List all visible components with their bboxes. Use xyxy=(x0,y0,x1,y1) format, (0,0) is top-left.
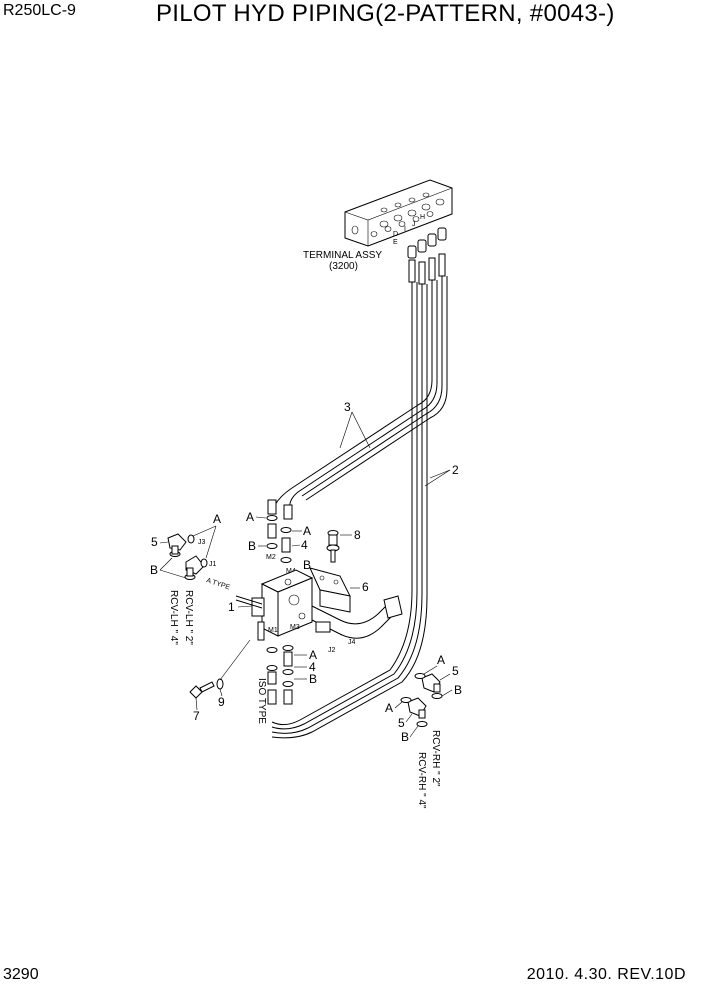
terminal-block xyxy=(344,179,453,259)
rcv-lh-2-label: RCV-LH " 2" xyxy=(183,590,194,645)
letter-b-5: B xyxy=(454,683,462,697)
callout-8: 8 xyxy=(354,528,361,542)
terminal-ref: (3200) xyxy=(329,261,358,272)
selector-valve xyxy=(235,569,314,641)
callout-1: 1 xyxy=(228,600,235,614)
letter-a-6: A xyxy=(385,701,393,715)
right-fittings xyxy=(400,673,443,727)
callout-3: 3 xyxy=(344,400,351,414)
letter-a-3: A xyxy=(213,512,221,526)
port-j1-label: J1 xyxy=(209,561,217,568)
page-title: PILOT HYD PIPING(2-PATTERN, #0043-) xyxy=(156,0,615,27)
port-m1-label: M1 xyxy=(268,627,278,634)
letter-b-1: B xyxy=(248,539,256,553)
callout-6: 6 xyxy=(362,580,369,594)
bolt-7-washer-9 xyxy=(189,639,251,699)
rcv-lh-4-label: RCV-LH " 4" xyxy=(168,590,179,645)
model-number: R250LC-9 xyxy=(3,2,76,19)
date-revision: 2010. 4.30. REV.10D xyxy=(526,966,686,983)
port-j2-label: J2 xyxy=(328,647,336,654)
port-j3-label: J3 xyxy=(198,539,206,546)
callout-4-upper: 4 xyxy=(301,538,308,552)
left-fittings xyxy=(167,533,208,580)
rcv-rh-2-label: RCV-RH " 2" xyxy=(430,730,441,787)
upper-fittings xyxy=(266,515,292,563)
port-label-j: J xyxy=(412,221,416,228)
callout-4-lower: 4 xyxy=(309,660,316,674)
port-m4-label: M4 xyxy=(286,568,296,575)
port-label-i: I xyxy=(404,226,406,233)
lower-fittings xyxy=(266,645,294,705)
callout-2: 2 xyxy=(452,463,459,477)
hose-bundle xyxy=(267,253,448,739)
terminal-assy-label: TERMINAL ASSY xyxy=(303,250,382,261)
rcv-rh-4-label: RCV-RH " 4" xyxy=(416,752,427,809)
callout-7: 7 xyxy=(193,709,200,723)
letter-b-6: B xyxy=(401,730,409,744)
callout-5-right-1: 5 xyxy=(452,664,459,678)
letter-b-4: B xyxy=(309,672,317,686)
port-j4-label: J4 xyxy=(348,639,356,646)
letter-b-2: B xyxy=(303,558,311,572)
port-m3-label: M3 xyxy=(290,624,300,631)
page-number: 3290 xyxy=(3,966,39,983)
bolt-8 xyxy=(326,530,340,563)
port-label-h: H xyxy=(420,214,425,221)
letter-a-2: A xyxy=(303,524,311,538)
callout-5-right-2: 5 xyxy=(398,716,405,730)
letter-b-3: B xyxy=(150,563,158,577)
letter-a-4: A xyxy=(309,648,317,662)
callout-9: 9 xyxy=(218,695,225,709)
bracket-6 xyxy=(309,567,351,613)
letter-a-1: A xyxy=(246,510,254,524)
callout-5-left: 5 xyxy=(151,535,158,549)
elbow-pipe-j4 xyxy=(311,595,403,639)
port-m2-label: M2 xyxy=(266,554,276,561)
port-label-e: E xyxy=(393,239,398,246)
iso-type-label: ISO TYPE xyxy=(256,678,267,724)
letter-a-5: A xyxy=(437,653,445,667)
a-type-label: A TYPE xyxy=(205,577,231,591)
port-label-d: D xyxy=(393,231,398,238)
